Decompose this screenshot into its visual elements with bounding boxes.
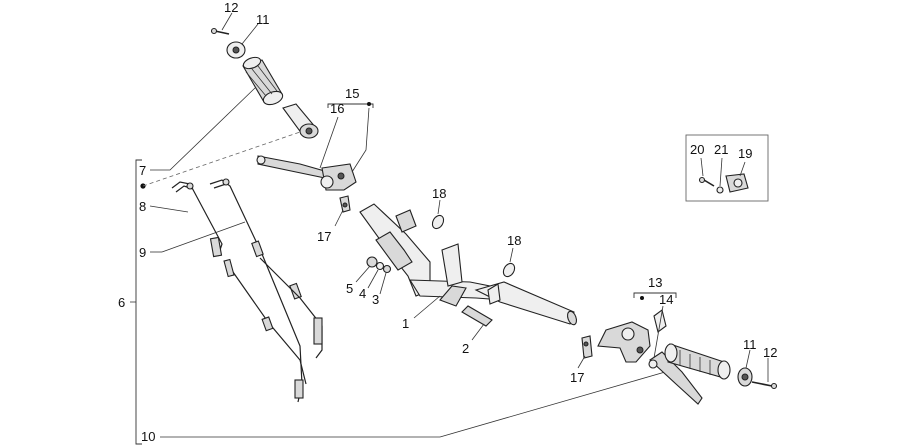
callout-2: 2 <box>462 341 469 356</box>
callout-10: 10 <box>141 429 155 444</box>
callout-17-right: 17 <box>570 370 584 385</box>
callout-11-top: 11 <box>256 12 270 27</box>
callout-1: 1 <box>402 316 409 331</box>
left-grip-assembly <box>210 12 319 139</box>
callout-17-left: 17 <box>317 229 331 244</box>
right-grip-assembly <box>664 343 778 390</box>
inset-clamp-box <box>685 134 769 202</box>
callout-4: 4 <box>359 286 366 301</box>
callout-5: 5 <box>346 281 353 296</box>
callout-15: 15 <box>345 86 359 101</box>
callout-14: 14 <box>659 292 673 307</box>
o-rings <box>431 199 516 278</box>
callout-19: 19 <box>738 146 752 161</box>
handlebar-frame <box>359 203 578 326</box>
callout-21: 21 <box>714 142 728 157</box>
left-brake-lever <box>256 116 339 179</box>
callout-16: 16 <box>330 101 344 116</box>
callout-7: 7 <box>139 163 146 178</box>
control-cables <box>149 178 673 438</box>
group-6-bracket <box>130 159 142 445</box>
callout-labels: 12 11 15 16 7 8 9 6 10 17 18 18 5 4 3 1 … <box>118 0 777 444</box>
callout-8: 8 <box>139 199 146 214</box>
callout-9: 9 <box>139 245 146 260</box>
callout-13: 13 <box>648 275 662 290</box>
spacer-2 <box>461 305 493 341</box>
callout-11-right: 11 <box>743 337 757 352</box>
right-brake-assembly <box>577 292 703 405</box>
callout-20: 20 <box>690 142 704 157</box>
callout-12-top: 12 <box>224 0 238 15</box>
callout-18-top: 18 <box>432 186 446 201</box>
callout-18-mid: 18 <box>507 233 521 248</box>
callout-12-right: 12 <box>763 345 777 360</box>
left-lever-housing <box>320 102 374 227</box>
fastener-set <box>355 256 392 295</box>
callout-6: 6 <box>118 295 125 310</box>
callout-3: 3 <box>372 292 379 307</box>
